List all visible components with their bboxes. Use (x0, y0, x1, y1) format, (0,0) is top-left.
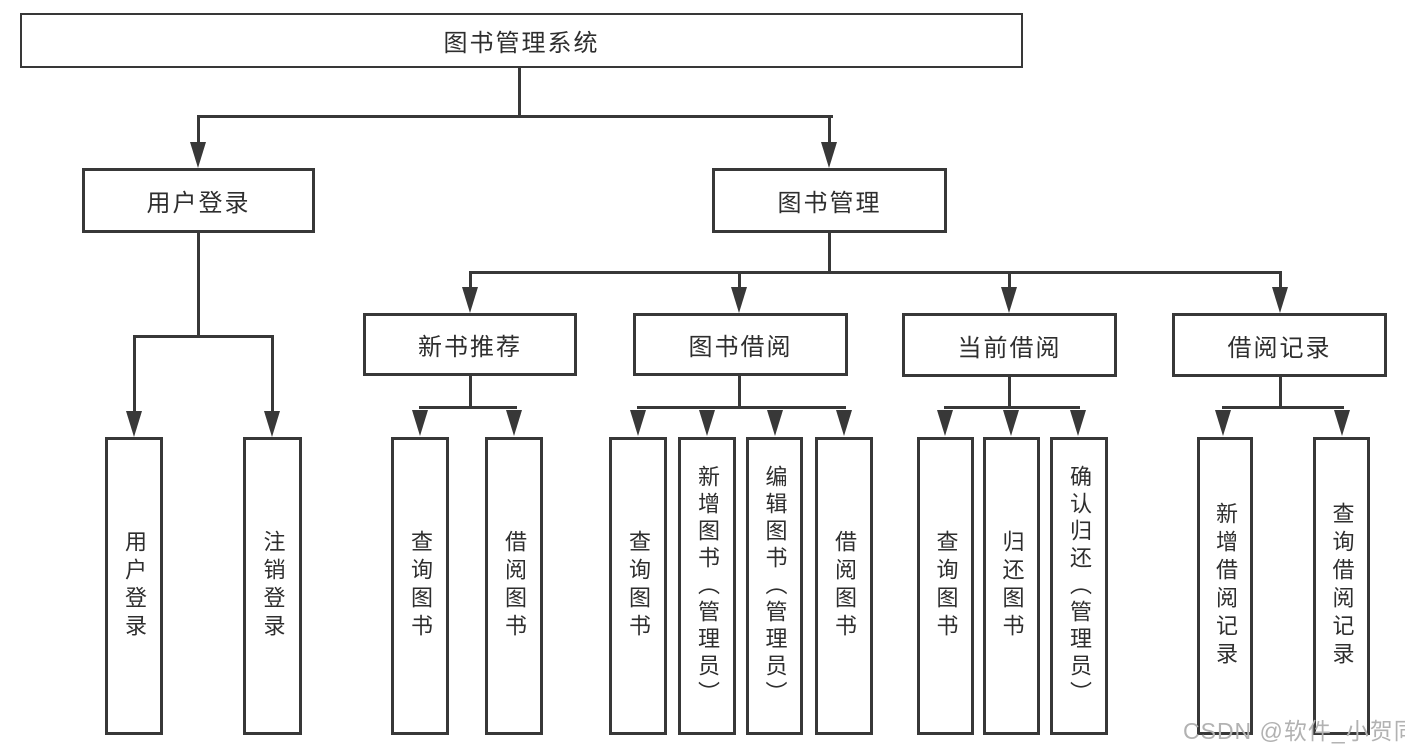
node-current-borrowing-label: 当前借阅 (957, 334, 1062, 362)
leaf-borrow-books-recommend-label: 借阅图书 (502, 530, 527, 642)
node-user-login: 用户登录 (82, 168, 315, 233)
arrow-down (1001, 287, 1017, 313)
leaf-return-books: 归还图书 (983, 437, 1040, 735)
connector (271, 335, 274, 413)
leaf-logout: 注销登录 (243, 437, 302, 735)
leaf-edit-books-admin: 编辑图书（管理员） (746, 437, 803, 735)
leaf-user-login-label: 用户登录 (122, 530, 147, 642)
connector (1008, 377, 1011, 409)
node-borrowing-records-label: 借阅记录 (1227, 334, 1332, 362)
leaf-query-borrow-record-label: 查询借阅记录 (1329, 502, 1355, 670)
arrow-down (506, 410, 522, 436)
connector (197, 115, 833, 118)
connector (944, 406, 1080, 409)
leaf-query-books-borrowing: 查询图书 (609, 437, 667, 735)
connector (637, 406, 846, 409)
connector (518, 68, 521, 118)
arrow-down (937, 410, 953, 436)
node-book-borrowing: 图书借阅 (633, 313, 848, 376)
arrow-down (462, 287, 478, 313)
connector (469, 376, 472, 409)
leaf-query-books-current-label: 查询图书 (933, 530, 959, 642)
connector (738, 271, 741, 289)
connector (133, 335, 274, 338)
leaf-logout-label: 注销登录 (260, 530, 286, 642)
node-book-borrowing-label: 图书借阅 (688, 334, 793, 361)
leaf-add-borrow-record: 新增借阅记录 (1197, 437, 1253, 735)
arrow-down (630, 410, 646, 436)
node-new-book-recommend-label: 新书推荐 (418, 334, 522, 361)
leaf-query-books-recommend-label: 查询图书 (408, 530, 433, 642)
leaf-edit-books-admin-label: 编辑图书（管理员） (762, 464, 788, 708)
leaf-query-books-current: 查询图书 (917, 437, 974, 735)
leaf-add-borrow-record-label: 新增借阅记录 (1213, 502, 1238, 670)
leaf-query-borrow-record: 查询借阅记录 (1313, 437, 1370, 735)
arrow-down (1215, 410, 1231, 436)
leaf-return-books-label: 归还图书 (999, 530, 1025, 642)
connector (1008, 271, 1011, 289)
arrow-down (1272, 287, 1288, 313)
arrow-down (731, 287, 747, 313)
connector (1222, 406, 1344, 409)
leaf-query-books-borrowing-label: 查询图书 (626, 530, 651, 642)
connector (828, 233, 831, 274)
leaf-add-books-admin: 新增图书（管理员） (678, 437, 736, 735)
connector (133, 335, 136, 413)
node-new-book-recommend: 新书推荐 (363, 313, 577, 376)
leaf-query-books-recommend: 查询图书 (391, 437, 449, 735)
node-current-borrowing: 当前借阅 (902, 313, 1117, 377)
node-library-system: 图书管理系统 (20, 13, 1023, 68)
leaf-confirm-return-admin: 确认归还（管理员） (1050, 437, 1108, 735)
node-book-management: 图书管理 (712, 168, 947, 233)
connector (469, 271, 1282, 274)
arrow-down (1003, 410, 1019, 436)
connector (828, 115, 831, 145)
arrow-down (767, 410, 783, 436)
node-user-login-label: 用户登录 (146, 190, 251, 217)
leaf-confirm-return-admin-label: 确认归还（管理员） (1067, 464, 1092, 708)
node-book-management-label: 图书管理 (777, 190, 882, 217)
node-library-system-label: 图书管理系统 (443, 30, 600, 57)
connector (197, 115, 200, 145)
connector (419, 406, 517, 409)
arrow-down (699, 410, 715, 436)
arrow-down (1070, 410, 1086, 436)
connector (738, 376, 741, 409)
arrow-down (190, 142, 206, 168)
leaf-add-books-admin-label: 新增图书（管理员） (695, 464, 720, 708)
leaf-borrow-books-borrowing: 借阅图书 (815, 437, 873, 735)
csdn-watermark: CSDN @软件_小贺同学 (1183, 718, 1405, 744)
arrow-down (126, 411, 142, 437)
arrow-down (821, 142, 837, 168)
arrow-down (264, 411, 280, 437)
connector (1279, 271, 1282, 289)
arrow-down (1334, 410, 1350, 436)
connector (197, 233, 200, 337)
connector (469, 271, 472, 289)
leaf-borrow-books-recommend: 借阅图书 (485, 437, 543, 735)
leaf-user-login: 用户登录 (105, 437, 163, 735)
arrow-down (836, 410, 852, 436)
connector (1279, 377, 1282, 409)
node-borrowing-records: 借阅记录 (1172, 313, 1387, 377)
arrow-down (412, 410, 428, 436)
leaf-borrow-books-borrowing-label: 借阅图书 (832, 530, 857, 642)
